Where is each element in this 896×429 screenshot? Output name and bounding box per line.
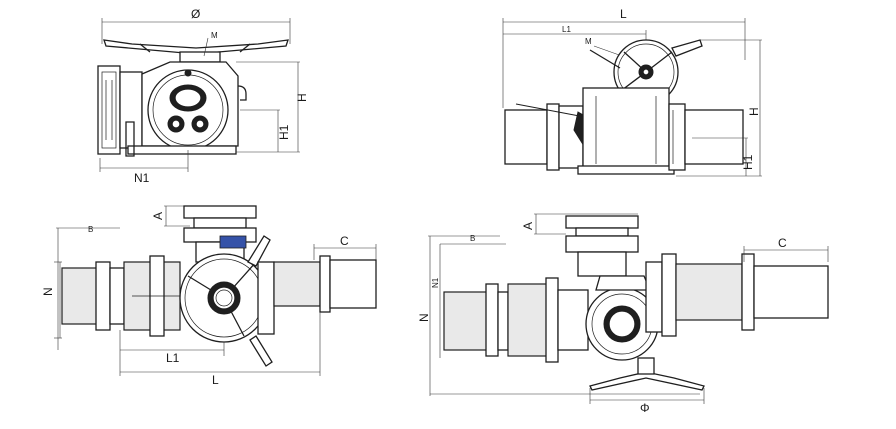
cable-gland <box>237 85 247 101</box>
top-flange-upper <box>183 205 257 219</box>
top-view: A B N <box>41 205 377 387</box>
handwheel-rim <box>103 39 289 55</box>
dim-n1-label-bottom: N1 <box>431 277 440 288</box>
dim-n1-label: N1 <box>134 171 150 185</box>
dim-h1-label-side: H1 <box>741 154 755 170</box>
top-flange-bottom-view <box>565 215 639 229</box>
dim-phi-label: Ø <box>191 7 200 21</box>
dim-l-label-top: L <box>212 373 219 387</box>
dim-l1-label: L1 <box>562 25 571 34</box>
dim-c-label-bottom: C <box>778 236 787 250</box>
base-flange-side <box>577 165 675 175</box>
dim-h-label-side: H <box>747 107 761 116</box>
dim-l1-label-top: L1 <box>166 351 180 365</box>
side-cylinder <box>273 261 321 307</box>
motor-left-bottom <box>443 291 489 351</box>
indicator-window <box>174 88 202 108</box>
dim-a-label-bottom: A <box>521 222 535 230</box>
front-view: Ø M <box>97 7 309 185</box>
dim-a-label: A <box>151 212 165 220</box>
dim-m-label: M <box>211 31 218 40</box>
dim-n-label: N <box>41 287 55 296</box>
end-cap-bottom <box>753 265 829 319</box>
dim-b-label-bottom: B <box>470 234 475 243</box>
motor-flange <box>97 65 121 155</box>
side-view: L L1 M H H1 <box>502 7 762 177</box>
dim-h1-label: H1 <box>277 124 291 140</box>
output-bore-bottom <box>608 310 636 338</box>
dim-l-label: L <box>620 7 627 21</box>
dim-b-label: B <box>88 225 93 234</box>
nameplate <box>219 235 247 249</box>
right-cylinder-bottom <box>675 263 743 321</box>
handwheel-hub <box>179 51 221 63</box>
motor-body <box>504 109 548 165</box>
gearbox-body <box>582 87 670 173</box>
dim-h-label: H <box>295 93 309 102</box>
end-cap <box>329 259 377 309</box>
handwheel-handle-top <box>247 235 271 267</box>
handwheel-handle <box>671 39 703 57</box>
base-flange <box>127 145 237 155</box>
handwheel-edge-bottom <box>589 371 705 391</box>
dim-n-label-bottom: N <box>417 313 431 322</box>
dim-phi-label-bottom: Φ <box>640 401 650 415</box>
right-cylinder <box>684 109 744 165</box>
local-knob-left <box>171 119 181 129</box>
bottom-view: A N N1 B <box>417 213 829 415</box>
dim-m-label-side: M <box>585 37 592 46</box>
local-knob-right <box>195 119 205 129</box>
dim-c-label: C <box>340 234 349 248</box>
